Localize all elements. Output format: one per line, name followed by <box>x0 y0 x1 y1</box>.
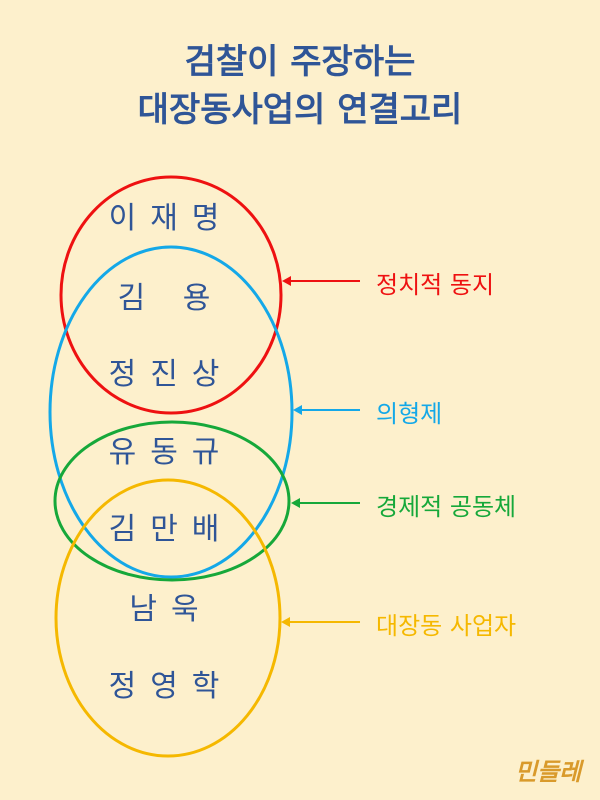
label-economic-community: 경제적 공동체 <box>376 493 517 521</box>
name-lee-jae-myung: 이재명 <box>108 201 234 236</box>
red-ellipse <box>59 175 283 415</box>
green-ellipse <box>53 420 291 582</box>
label-political-comrade: 정치적 동지 <box>376 271 495 299</box>
mindlle-logo: 민들레 <box>515 758 582 786</box>
label-daejang-business: 대장동 사업자 <box>376 612 517 640</box>
name-kim-man-bae: 김만배 <box>108 512 234 547</box>
name-nam-wook: 남욱 <box>129 592 213 627</box>
title-line-1: 검찰이 주장하는 <box>184 42 416 82</box>
label-sworn-brothers: 의형제 <box>376 400 443 428</box>
title-line-2: 대장동사업의 연결고리 <box>137 90 463 130</box>
blue-arrowhead <box>293 405 302 415</box>
name-kim-yong: 김 용 <box>117 281 225 316</box>
red-arrowhead <box>282 276 291 286</box>
name-jung-jin-sang: 정진상 <box>108 357 234 392</box>
blue-ellipse <box>48 245 294 579</box>
yellow-arrowhead <box>281 617 290 627</box>
green-arrowhead <box>291 498 300 508</box>
name-jung-young-hak: 정영학 <box>108 669 234 704</box>
name-yoo-dong-gyu: 유동규 <box>108 435 234 470</box>
yellow-ellipse <box>54 478 282 758</box>
